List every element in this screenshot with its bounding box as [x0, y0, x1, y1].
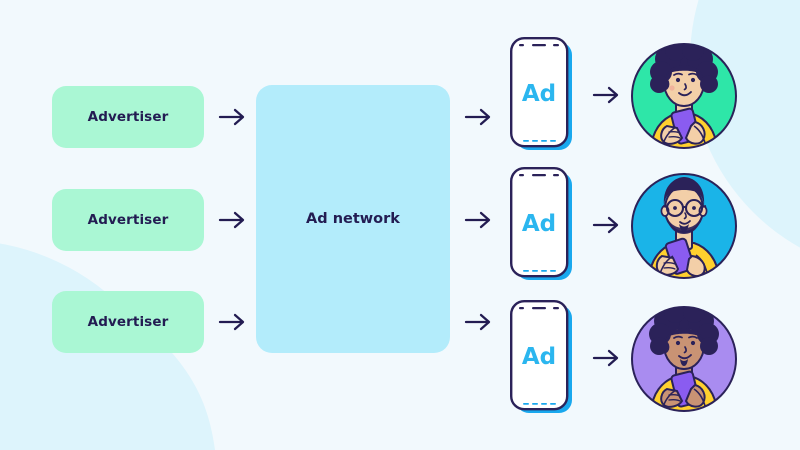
- arrow-right-icon-advertiser-1: [217, 106, 247, 128]
- ad-network-box[interactable]: Ad network: [256, 85, 450, 353]
- arrow-right-icon-user-1: [591, 84, 621, 106]
- phone-ad-label-2: Ad: [522, 211, 556, 237]
- advertiser-box-3[interactable]: Advertiser: [52, 291, 204, 353]
- advertiser-box-2[interactable]: Advertiser: [52, 189, 204, 251]
- phone-mockup-2[interactable]: Ad: [508, 166, 576, 284]
- user-avatar-3[interactable]: [629, 297, 739, 415]
- advertiser-box-1[interactable]: Advertiser: [52, 86, 204, 148]
- phone-mockup-3[interactable]: Ad: [508, 299, 576, 417]
- phone-ad-label-1: Ad: [522, 81, 556, 107]
- phone-ad-label-3: Ad: [522, 344, 556, 370]
- user-avatar-1[interactable]: [629, 34, 739, 152]
- arrow-right-icon-user-3: [591, 347, 621, 369]
- arrow-right-icon-advertiser-3: [217, 311, 247, 333]
- advertiser-label-3: Advertiser: [87, 314, 169, 330]
- arrow-right-icon-network-3: [463, 311, 493, 333]
- advertiser-label-2: Advertiser: [87, 212, 169, 228]
- ad-network-label: Ad network: [306, 211, 400, 227]
- arrow-right-icon-user-2: [591, 214, 621, 236]
- arrow-right-icon-advertiser-2: [217, 209, 247, 231]
- glasses-icon: [662, 198, 707, 218]
- user-avatar-2[interactable]: [629, 164, 739, 282]
- phone-mockup-1[interactable]: Ad: [508, 36, 576, 154]
- arrow-right-icon-network-1: [463, 106, 493, 128]
- advertiser-label-1: Advertiser: [87, 109, 169, 125]
- arrow-right-icon-network-2: [463, 209, 493, 231]
